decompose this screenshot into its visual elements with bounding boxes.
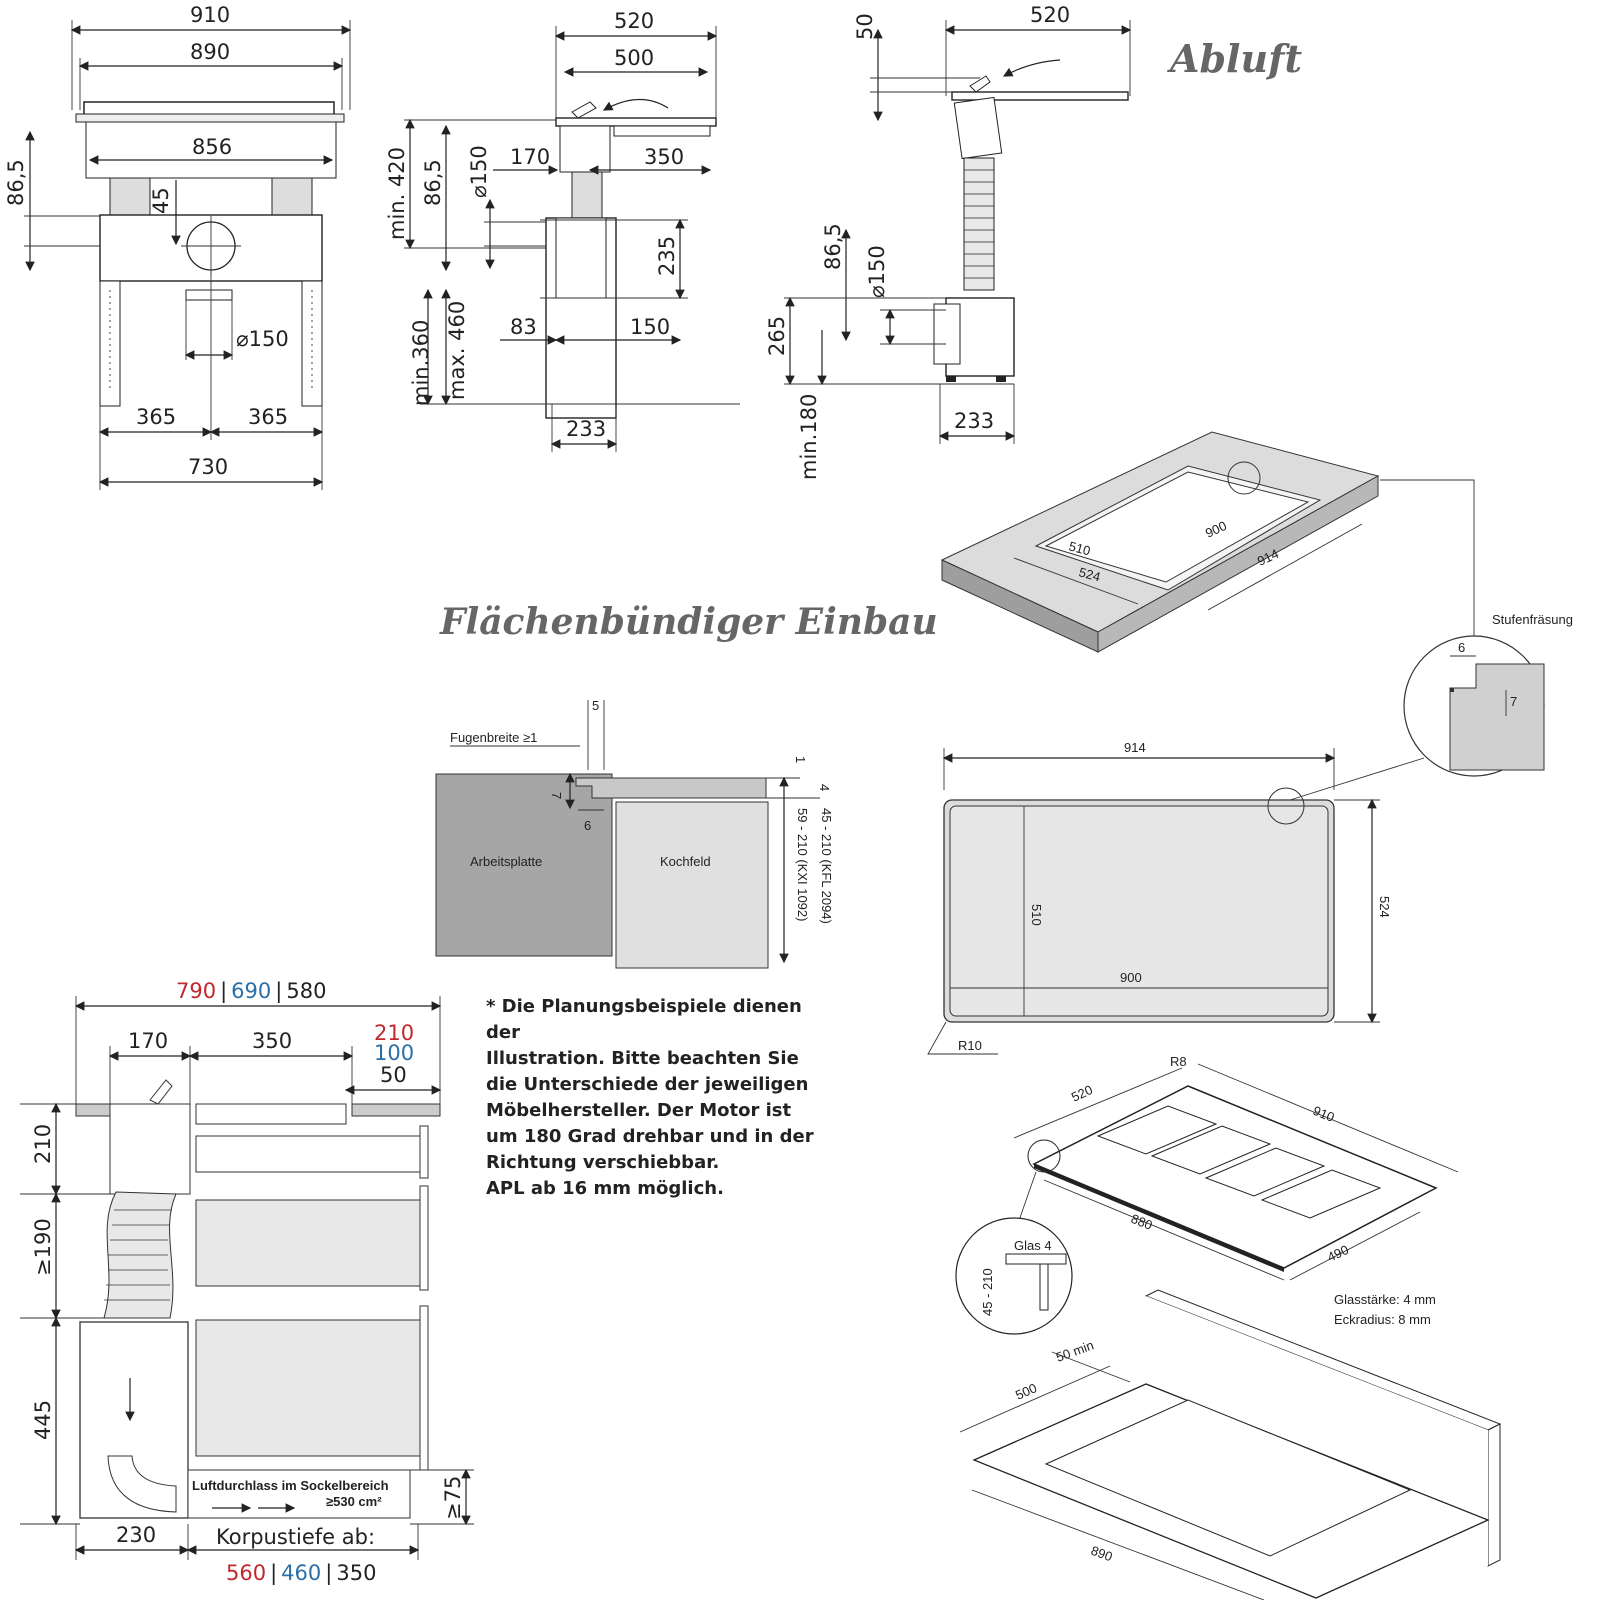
front-width-910: 910	[190, 3, 230, 27]
cab-korpus: Korpustiefe ab:	[216, 1525, 375, 1549]
abluft-height-86: 86,5	[821, 223, 845, 270]
cab-h75: ≥75	[441, 1476, 465, 1520]
side-83: 83	[510, 315, 537, 339]
cab-luft2: ≥530 cm²	[326, 1494, 382, 1509]
front-diameter: ⌀150	[236, 327, 289, 351]
side-base-233: 233	[566, 417, 606, 441]
front-half-right: 365	[248, 405, 288, 429]
side-left-170: 170	[510, 145, 550, 169]
cab-170: 170	[128, 1029, 168, 1053]
glass-iso: R8 520 910 880 490 Glas 4 45 - 210 Glass…	[955, 1054, 1459, 1335]
note-line: Richtung verschiebbar.	[486, 1152, 720, 1173]
glass-thickness: Glasstärke: 4 mm	[1334, 1292, 1436, 1307]
side-width-520: 520	[614, 9, 654, 33]
front-width-890: 890	[190, 40, 230, 64]
note-line: um 180 Grad drehbar und in der	[486, 1126, 814, 1147]
label-arbeitsplatte: Arbeitsplatte	[470, 854, 542, 869]
cab-h445: 445	[31, 1400, 55, 1440]
note-line: Illustration. Bitte beachten Sie	[486, 1048, 799, 1069]
side-height-235: 235	[655, 236, 679, 276]
plan-900: 900	[1120, 970, 1142, 985]
cab-r-black: 50	[380, 1063, 407, 1087]
abluft-height-265: 265	[765, 316, 789, 356]
side-min-420: min. 420	[385, 147, 409, 240]
cab-h190: ≥190	[31, 1218, 55, 1276]
front-width-856: 856	[192, 135, 232, 159]
side-max-460: max. 460	[445, 301, 469, 400]
side-150: 150	[630, 315, 670, 339]
cab-r-blue: 100	[374, 1041, 414, 1065]
side-right-350: 350	[644, 145, 684, 169]
abluft-width-520: 520	[1030, 3, 1070, 27]
side-view: 520 500 170 350 235 min. 420 86,5 ⌀150 8…	[385, 9, 740, 452]
cab-w-black: 580	[286, 979, 326, 1003]
plan-510: 510	[1029, 904, 1044, 926]
sec-range2: 59 - 210 (KXI 1092)	[795, 808, 810, 921]
abluft-top-50: 50	[853, 13, 877, 40]
stufen-6: 6	[1458, 640, 1465, 655]
cab-k-black: 350	[336, 1561, 376, 1585]
sec-1: 1	[793, 756, 808, 763]
front-height-86: 86,5	[4, 159, 28, 206]
glass-r8: R8	[1170, 1054, 1187, 1069]
glass-520: 520	[1069, 1082, 1095, 1105]
section-detail: Arbeitsplatte Kochfeld 5 Fugenbreite ≥1 …	[435, 698, 834, 969]
plan-914: 914	[1124, 740, 1146, 755]
glass-490: 490	[1325, 1242, 1351, 1265]
svg-text:790|690|580: 790|690|580	[176, 979, 326, 1004]
iso-510: 510	[1067, 538, 1092, 558]
glass-glas4: Glas 4	[1014, 1238, 1052, 1253]
worktop-iso: 50 min 500 890	[959, 1289, 1502, 1600]
svg-text:560|460|350: 560|460|350	[226, 1561, 376, 1586]
stufen-7: 7	[1510, 694, 1517, 709]
sec-6: 6	[584, 818, 591, 833]
abluft-base-233: 233	[954, 409, 994, 433]
front-half-left: 365	[136, 405, 176, 429]
side-diameter: ⌀150	[467, 145, 491, 198]
side-height-86: 86,5	[421, 159, 445, 206]
plan-524: 524	[1377, 896, 1392, 918]
sec-5: 5	[592, 698, 599, 713]
cabinet-view: 790|690|580 170 350 210 100 50	[20, 979, 474, 1586]
cab-350: 350	[252, 1029, 292, 1053]
plan-r10: R10	[958, 1038, 982, 1053]
einbau-title: Flächenbündiger Einbau	[439, 601, 938, 643]
cab-r-red: 210	[374, 1021, 414, 1045]
glass-910: 910	[1311, 1103, 1337, 1125]
note-line: Möbelhersteller. Der Motor ist	[486, 1100, 792, 1121]
side-width-500: 500	[614, 46, 654, 70]
abluft-diameter: ⌀150	[865, 245, 889, 298]
glass-radius: Eckradius: 8 mm	[1334, 1312, 1431, 1327]
cab-w-red: 790	[176, 979, 216, 1003]
cab-k-blue: 460	[281, 1561, 321, 1585]
cutout-plan: 914 510 900 524 R10	[927, 740, 1392, 1055]
note-line: * Die Planungsbeispiele dienen der	[486, 996, 802, 1043]
planning-note: * Die Planungsbeispiele dienen der Illus…	[486, 994, 826, 1202]
sec-7: 7	[549, 792, 564, 799]
cab-w-blue: 690	[231, 979, 271, 1003]
front-height-45: 45	[149, 187, 173, 214]
abluft-title: Abluft	[1167, 36, 1302, 81]
cab-k-red: 560	[226, 1561, 266, 1585]
iso-524: 524	[1077, 564, 1102, 584]
cab-luft1: Luftdurchlass im Sockelbereich	[192, 1478, 389, 1493]
sec-fugenbreite: Fugenbreite ≥1	[450, 730, 537, 745]
stufen-label: Stufenfräsung	[1492, 612, 1573, 627]
abluft-min-180: min.180	[797, 394, 821, 480]
abluft-view: Abluft 520 50 86,5 ⌀150 265 min.180	[765, 3, 1302, 480]
cab-230: 230	[116, 1523, 156, 1547]
note-line: die Unterschiede der jeweiligen	[486, 1074, 809, 1095]
note-line: APL ab 16 mm möglich.	[486, 1178, 724, 1199]
sec-4: 4	[817, 784, 832, 791]
front-base-730: 730	[188, 455, 228, 479]
cab-h210: 210	[31, 1124, 55, 1164]
label-kochfeld: Kochfeld	[660, 854, 711, 869]
worktop-890: 890	[1089, 1543, 1115, 1565]
cutout-iso: 510 900 524 914 Stufenfräsung 6 7	[940, 431, 1573, 801]
sec-range1: 45 - 210 (KFL 2094)	[819, 808, 834, 924]
side-min-360: min.360	[409, 320, 433, 406]
front-view: 910 890 856 86,5 45 ⌀150	[4, 3, 352, 490]
glass-range: 45 - 210	[980, 1268, 995, 1316]
